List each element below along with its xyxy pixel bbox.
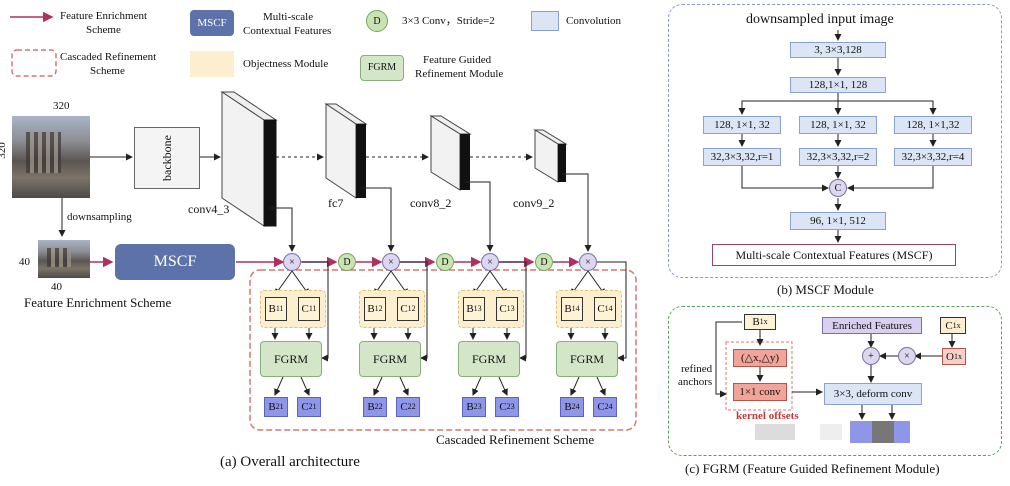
mscf-block: MSCF [115,244,235,280]
legend-d-desc: 3×3 Conv，Stride=2 [402,15,495,27]
cascaded-scheme-label: Cascaded Refinement Scheme [436,432,595,447]
deform-output-bar-2 [872,421,894,443]
fgrm-block-3: FGRM [458,341,520,377]
layer-conv4_3-slab [220,91,278,227]
fgrm-delta-box: (△x,△y) [733,349,787,367]
mscf-branch3-top: 128, 1×1,32 [894,116,972,134]
layer-fc7-slab [324,103,368,199]
blurred-block-1 [755,424,795,440]
downsample-d-1: D [338,253,356,271]
backbone-box: backbone [134,127,200,189]
legend-mscf-swatch: MSCF [190,10,234,36]
legend-conv-label: Convolution [566,15,622,27]
multiply-node-2: × [382,253,400,271]
fgrm-1x1-conv-box: 1×1 conv [733,383,787,401]
refined-anchors-label-1: refined [681,363,713,375]
downsample-d-3: D [535,253,553,271]
legend-cascaded-label: Cascaded Refinement [60,51,157,63]
mscf-input-title: downsampled input image [746,12,894,27]
deform-output-bar-1 [850,421,872,443]
layer-conv9_2-slab [533,129,568,183]
fgrm-block-1: FGRM [260,341,322,377]
fgrm-times-node: × [898,347,916,365]
small-size-side: 40 [19,256,30,268]
mscf-branch2-top: 128, 1×1, 32 [799,116,877,134]
layer-conv8_2-slab [429,115,472,191]
legend-conv-swatch [531,11,559,31]
blurred-block-2 [820,424,842,440]
fgrm-plus-node: + [862,347,880,365]
panel-b-border [668,4,1002,278]
mscf-concat-node: C [829,179,847,197]
fgrm-block-2: FGRM [359,341,421,377]
legend-feature-enrichment-label: Feature Enrichment [60,10,148,22]
legend-d-circle: D [366,10,388,32]
layer-label-conv9_2: conv9_2 [513,196,555,210]
legend-fgrm-desc-2: Refinement Module [415,68,504,80]
mscf-branch3-bottom: 32,3×3,32,r=4 [894,148,972,166]
multiply-node-3: × [481,253,499,271]
legend-objectness-swatch [190,51,234,77]
downsampling-label: downsampling [67,211,132,223]
small-size-bottom: 40 [51,281,62,293]
legend-cascaded-box [11,49,57,77]
legend-cascaded-label-2: Scheme [90,65,125,77]
input-image [12,116,90,198]
legend-mscf-desc-1: Multi-scale [263,11,314,23]
layer-label-conv4_3: conv4_3 [188,202,230,216]
backbone-label: backbone [159,135,174,181]
deform-output-bar-3 [894,421,910,443]
caption-a: (a) Overall architecture [220,454,360,470]
mscf-output-box: Multi-scale Contextual Features (MSCF) [712,244,956,266]
mscf-branch2-bottom: 32,3×3,32,r=2 [799,148,877,166]
layer-label-fc7: fc7 [328,196,344,210]
input-size-top: 320 [53,100,70,112]
multiply-node-1: × [283,253,301,271]
legend-fgrm-swatch: FGRM [360,55,404,81]
caption-c: (c) FGRM (Feature Guided Refinement Modu… [685,461,940,476]
kernel-offsets-label: kernel offsets [736,410,799,422]
mscf-row2: 128,1×1, 128 [790,77,886,93]
mscf-branch1-bottom: 32,3×3,32,r=1 [703,148,781,166]
legend-fgrm-desc-1: Feature Guided [423,54,492,66]
downsample-d-2: D [436,253,454,271]
enriched-features-box: Enriched Features [822,317,922,334]
fgrm-block-4: FGRM [556,341,618,377]
refined-anchors-label-2: anchors [678,376,713,388]
mscf-branch1-top: 128, 1×1, 32 [703,116,781,134]
layer-label-conv8_2: conv8_2 [410,196,452,210]
deform-conv-box: 3×3, deform conv [824,383,922,405]
input-size-side: 320 [0,142,8,159]
downsampled-image [38,240,90,278]
fes-label: Feature Enrichment Scheme [24,295,172,310]
legend-mscf-desc-2: Contextual Features [243,25,332,37]
caption-b: (b) MSCF Module [777,282,874,297]
panel-c-border [668,306,1002,456]
mscf-row5: 96, 1×1, 512 [790,212,886,230]
legend-objectness-label: Objectness Module [243,58,329,70]
multiply-node-4: × [579,253,597,271]
legend-feature-enrichment-label-2: Scheme [86,24,121,36]
mscf-row1: 3, 3×3,128 [790,42,886,58]
